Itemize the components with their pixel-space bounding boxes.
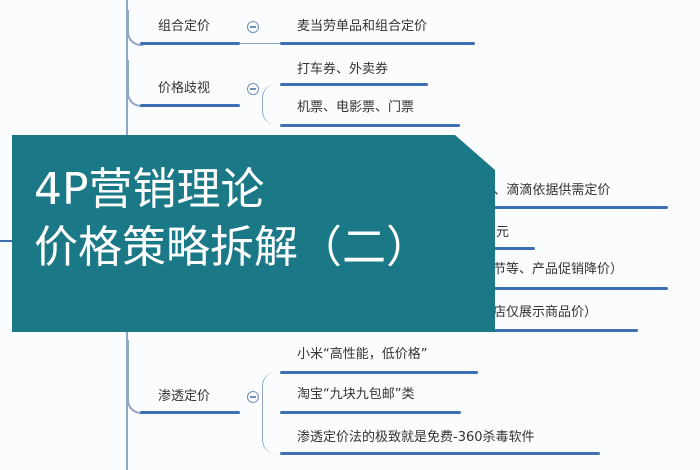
- child-underline: [280, 42, 475, 45]
- child-underline: [280, 124, 460, 127]
- child-underline: [480, 206, 668, 209]
- child-underline: [480, 287, 668, 290]
- title-banner: 4P营销理论 价格策略拆解（二）: [12, 135, 495, 332]
- child-connector: [262, 84, 281, 125]
- collapse-icon[interactable]: [247, 21, 259, 33]
- child-item: r、滴滴依据供需定价: [488, 183, 611, 198]
- child-item: 渗透定价法的极致就是免费-360杀毒软件: [297, 430, 535, 445]
- banner-title-line1: 4P营销理论: [34, 164, 265, 215]
- branch-underline: [140, 42, 240, 45]
- child-connector: [262, 372, 281, 454]
- child-item: 打车券、外卖券: [297, 62, 389, 77]
- child-item: 节等、产品促销降价）: [493, 262, 624, 277]
- branch-label-price-discrimination: 价格歧视: [158, 81, 211, 96]
- root-connector: [0, 240, 14, 242]
- child-underline: [480, 247, 535, 250]
- child-item: 淘宝“九块九包邮”类: [297, 387, 415, 402]
- branch-connector: [127, 340, 143, 414]
- child-underline: [280, 411, 461, 414]
- child-underline: [280, 452, 600, 455]
- child-item: 麦当劳单品和组合定价: [297, 19, 428, 34]
- branch-connector: [127, 10, 143, 46]
- branch-underline: [140, 411, 240, 414]
- branch-underline: [140, 104, 240, 107]
- child-item: 机票、电影票、门票: [297, 100, 415, 115]
- branch-connector: [127, 60, 143, 107]
- child-item: 元: [496, 225, 510, 240]
- collapse-icon[interactable]: [247, 83, 259, 95]
- child-underline: [280, 83, 428, 86]
- collapse-icon[interactable]: [247, 391, 259, 403]
- banner-title-line2: 价格策略拆解（二）: [34, 222, 430, 273]
- branch-label-combo-pricing: 组合定价: [158, 19, 211, 34]
- child-connector: [240, 43, 280, 44]
- child-item: 小米“高性能，低价格”: [297, 347, 428, 362]
- branch-label-penetration-pricing: 渗透定价: [158, 389, 211, 404]
- child-underline: [480, 329, 638, 332]
- child-underline: [280, 371, 478, 374]
- child-item: 店仅展示商品价）: [493, 305, 598, 320]
